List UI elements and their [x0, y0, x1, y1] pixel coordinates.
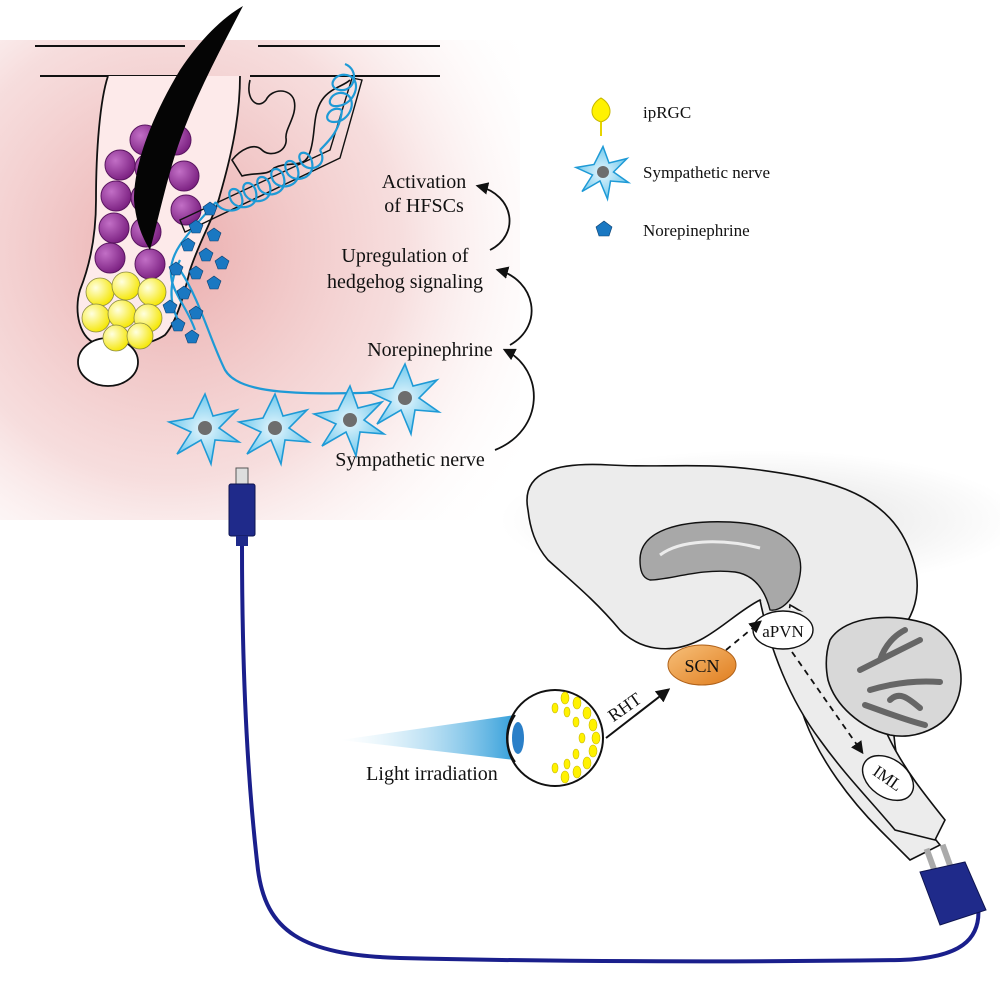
lens — [512, 722, 524, 754]
legend-sympathetic-nerve-label: Sympathetic nerve — [643, 163, 770, 182]
step-hedgehog-line1: Upregulation of — [341, 245, 469, 267]
corpus-callosum — [639, 521, 802, 611]
apvn: aPVN — [752, 610, 814, 650]
step-sympathetic-nerve: Sympathetic nerve — [335, 449, 485, 471]
step-activation-line1: Activation — [382, 171, 466, 193]
cerebellum — [825, 616, 962, 737]
hfsc-cells — [81, 271, 167, 352]
arrow-to-norepinephrine — [494, 348, 535, 451]
iprgc-icon — [591, 97, 611, 123]
apvn-label: aPVN — [762, 622, 804, 641]
cable — [240, 545, 981, 964]
light-beam — [340, 715, 515, 760]
step-norepinephrine: Norepinephrine — [367, 339, 493, 361]
brain: SCN aPVN IML — [500, 450, 1000, 861]
step-hedgehog-line2: hedgehog signaling — [327, 271, 483, 293]
skin-plug — [228, 467, 256, 546]
neuron-3 — [311, 383, 387, 459]
legend-iprgc-label: ipRGC — [643, 103, 691, 122]
scn-ellipse — [667, 644, 737, 686]
iml: IML — [861, 754, 915, 802]
scn-to-apvn-arrow — [725, 620, 762, 651]
hair-shaft — [134, 6, 243, 250]
light-irradiation-label: Light irradiation — [366, 763, 498, 785]
step-activation-line2: of HFSCs — [384, 195, 464, 217]
legend-iprgc: ipRGC — [591, 97, 691, 136]
legend-sympathetic-nerve — [573, 144, 632, 202]
cable-assembly — [228, 467, 987, 964]
legend: ipRGC Sympathetic nerve Norepinephrine — [573, 97, 770, 240]
scn-label: SCN — [684, 656, 719, 676]
neuron-2 — [236, 391, 312, 467]
legend-norepinephrine-label: Norepinephrine — [643, 221, 750, 240]
norepinephrine-icon — [595, 220, 613, 237]
scn: SCN — [667, 644, 737, 686]
cornea — [506, 714, 516, 763]
brain-plug — [919, 843, 987, 926]
pathway-arrows — [475, 182, 535, 451]
rht-label: RHT — [604, 689, 645, 726]
iml-ellipse — [861, 754, 915, 802]
rht-arrow — [605, 688, 671, 739]
sebaceous-gland — [231, 79, 351, 177]
neuron-4 — [366, 361, 442, 437]
norepinephrine-particles — [162, 201, 230, 344]
arrow-to-hedgehog — [495, 266, 533, 346]
retina-iprgc-cells — [551, 691, 601, 784]
arrow-to-activation — [475, 182, 511, 251]
eye-assembly: RHT Light irradiation — [340, 688, 671, 787]
apvn-to-iml-arrow — [791, 651, 864, 755]
pathway-labels: Activation of HFSCs Upregulation of hedg… — [327, 171, 493, 471]
sympathetic-neurons — [166, 361, 442, 467]
neuron-1 — [166, 391, 242, 467]
